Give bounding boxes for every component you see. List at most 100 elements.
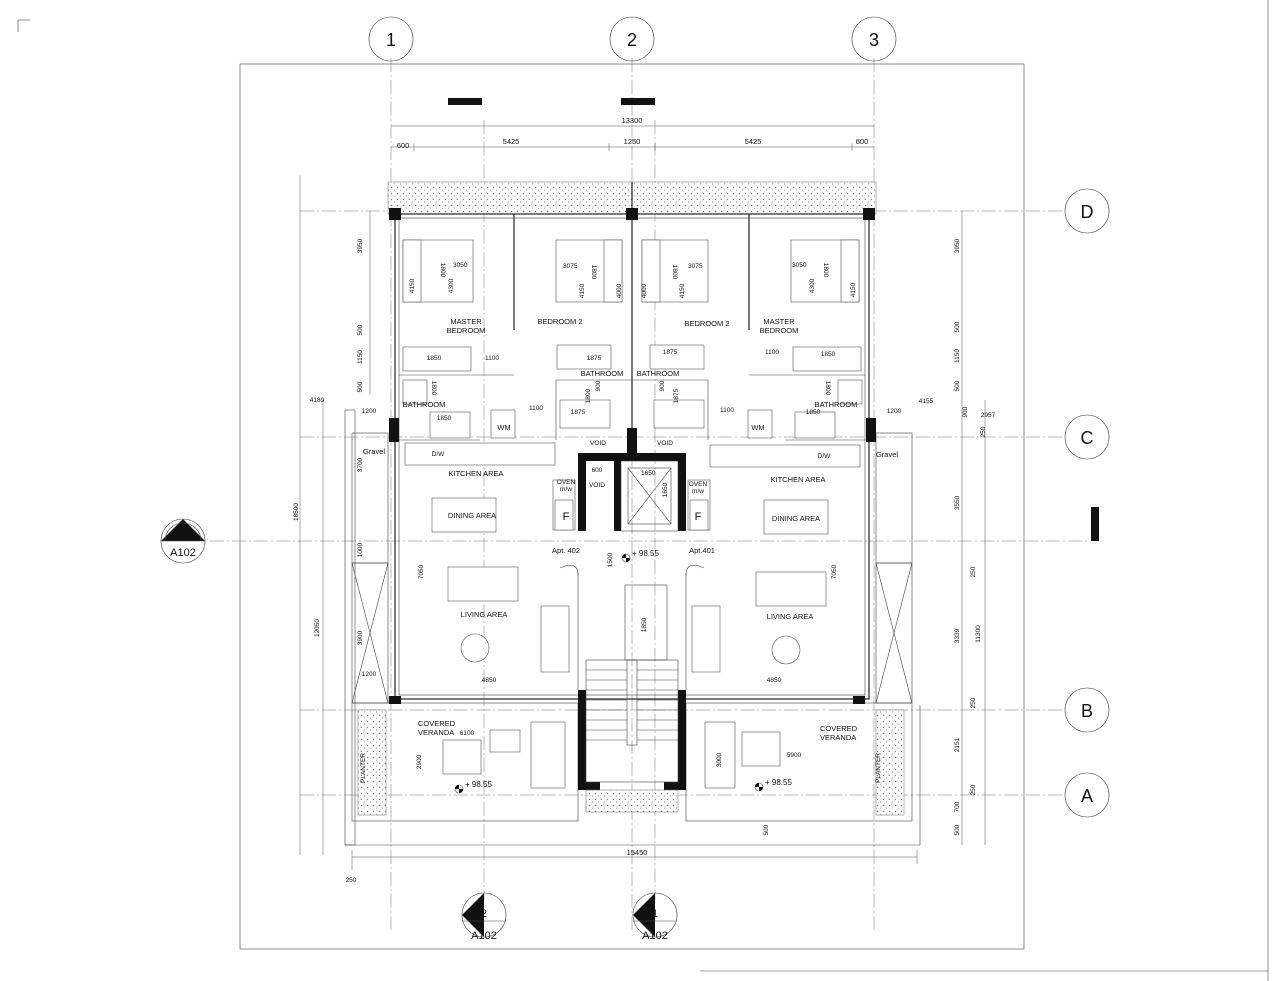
dim-text: 1100 bbox=[529, 405, 543, 412]
dim-text: 500 bbox=[954, 321, 961, 332]
dim-text: 250 bbox=[970, 697, 977, 708]
dim-text: 1800 bbox=[585, 388, 592, 403]
room-label-veranda: VERANDA bbox=[820, 733, 856, 742]
dim-text: 3000 bbox=[716, 752, 723, 767]
dim-text: 2900 bbox=[416, 754, 423, 769]
dim-text: 3900 bbox=[357, 630, 364, 645]
section-sheet: A102 bbox=[471, 930, 497, 942]
wardrobe bbox=[402, 346, 472, 372]
dim-text: 1800 bbox=[671, 265, 678, 280]
washing-machine bbox=[747, 409, 773, 439]
section-sheet: A102 bbox=[642, 930, 668, 942]
room-label-living: LIVING AREA bbox=[461, 610, 508, 619]
level-marker-left: + 98.55 bbox=[454, 780, 492, 794]
dim-text: 1150 bbox=[357, 350, 364, 364]
grid-bubble-col-1: 1 bbox=[368, 16, 414, 62]
dim-text: 900 bbox=[962, 406, 969, 417]
dim-text: 600 bbox=[397, 141, 410, 150]
apartment-number: Apt. 402 bbox=[552, 546, 580, 555]
planter-left bbox=[357, 709, 387, 816]
dining-table bbox=[431, 497, 497, 533]
right-dimensions: 3950 500 1150 500 4155 900 2957 250 3550… bbox=[887, 211, 996, 845]
dim-text: 500 bbox=[357, 381, 364, 392]
dim-text: 4000 bbox=[616, 283, 623, 298]
label-planter: PLANTER bbox=[875, 753, 882, 783]
dim-text: 7050 bbox=[418, 564, 425, 579]
dim-text: 1800 bbox=[824, 381, 831, 396]
dim-text: 500 bbox=[954, 824, 961, 835]
dim-text: 4000 bbox=[641, 283, 648, 298]
label-fridge: F bbox=[695, 511, 702, 523]
grid-bubble-row-a: A bbox=[1064, 772, 1110, 818]
room-label-kitchen: KITCHEN AREA bbox=[448, 469, 503, 478]
grid-label-col-2: 2 bbox=[627, 30, 637, 50]
dim-text: 900 bbox=[659, 380, 666, 391]
dim-text: 1875 bbox=[673, 388, 680, 403]
dim-text: 4850 bbox=[767, 677, 782, 684]
dim-text: 600 bbox=[856, 137, 869, 146]
level-text: + 98.55 bbox=[632, 549, 659, 558]
dim-text: 250 bbox=[980, 426, 987, 437]
dim-text: 3700 bbox=[357, 457, 364, 472]
dim-text: 3050 bbox=[792, 262, 807, 269]
label-fridge: F bbox=[563, 511, 570, 523]
dim-text: 7050 bbox=[831, 564, 838, 579]
coffee-table bbox=[460, 633, 490, 663]
grid-bubble-col-2: 2 bbox=[609, 16, 655, 62]
dim-text: 1850 bbox=[806, 409, 821, 416]
grid-label-row-b: B bbox=[1081, 701, 1093, 721]
dim-text: 4150 bbox=[409, 278, 416, 293]
dim-text: 1875 bbox=[587, 355, 602, 362]
label-gravel: Gravel bbox=[363, 447, 385, 456]
room-label-veranda: VERANDA bbox=[418, 728, 454, 737]
dim-text: 600 bbox=[592, 467, 603, 474]
section-cut-mark bbox=[621, 98, 655, 105]
dim-text: 4150 bbox=[850, 282, 857, 297]
dim-text: 1650 bbox=[662, 482, 669, 497]
level-text: + 98.55 bbox=[765, 778, 792, 787]
planter-right bbox=[875, 709, 905, 816]
dim-text: 1100 bbox=[720, 407, 734, 414]
section-sheet: A102 bbox=[170, 547, 196, 559]
dim-text: 3075 bbox=[688, 263, 703, 270]
dim-text: 1200 bbox=[362, 671, 377, 678]
room-label-veranda: COVERED bbox=[820, 724, 858, 733]
label-oven: m/w bbox=[560, 486, 572, 493]
label-wm: WM bbox=[751, 423, 764, 432]
furniture-left bbox=[402, 239, 623, 789]
room-label-bathroom: BATHROOM bbox=[581, 369, 624, 378]
dim-text: 1150 bbox=[954, 349, 961, 363]
sofa bbox=[691, 605, 721, 673]
room-label-bedroom-2: BEDROOM 2 bbox=[537, 317, 582, 326]
room-label-bathroom: BATHROOM bbox=[637, 369, 680, 378]
dim-text: 4300 bbox=[809, 278, 816, 293]
dim-text: 1800 bbox=[822, 263, 829, 278]
label-oven: OVEN bbox=[689, 481, 708, 488]
dim-text: 700 bbox=[954, 801, 961, 812]
washing-machine bbox=[490, 409, 516, 439]
dim-text: 250 bbox=[346, 877, 357, 884]
dim-text: 2151 bbox=[954, 737, 961, 752]
dim-text: 5425 bbox=[503, 137, 520, 146]
apartment-number: Apt.401 bbox=[689, 546, 715, 555]
dim-text: 3950 bbox=[357, 238, 364, 253]
dim-text: 1850 bbox=[821, 351, 836, 358]
dim-text: 4300 bbox=[448, 278, 455, 293]
room-label-master-bedroom: BEDROOM bbox=[447, 326, 486, 335]
label-gravel: Gravel bbox=[876, 450, 898, 459]
dim-text: 1100 bbox=[485, 355, 499, 362]
room-label-dining: DINING AREA bbox=[448, 511, 496, 520]
dim-text: 4150 bbox=[579, 283, 586, 298]
dim-text: 3050 bbox=[453, 262, 468, 269]
dim-text: 4150 bbox=[679, 283, 686, 298]
coffee-table bbox=[771, 635, 801, 665]
dim-text: 6100 bbox=[460, 730, 475, 737]
dim-text: 500 bbox=[763, 824, 770, 835]
dim-text: 1100 bbox=[765, 349, 779, 356]
labels-right-apartment: MASTER BEDROOM BEDROOM 2 BATHROOM BATHRO… bbox=[637, 262, 899, 783]
grid-label-row-c: C bbox=[1081, 428, 1094, 448]
wardrobe bbox=[649, 344, 705, 370]
section-number: 1 bbox=[652, 908, 658, 920]
bottom-dimensions: 15450 250 500 bbox=[346, 824, 918, 884]
room-label-bathroom: BATHROOM bbox=[815, 400, 858, 409]
